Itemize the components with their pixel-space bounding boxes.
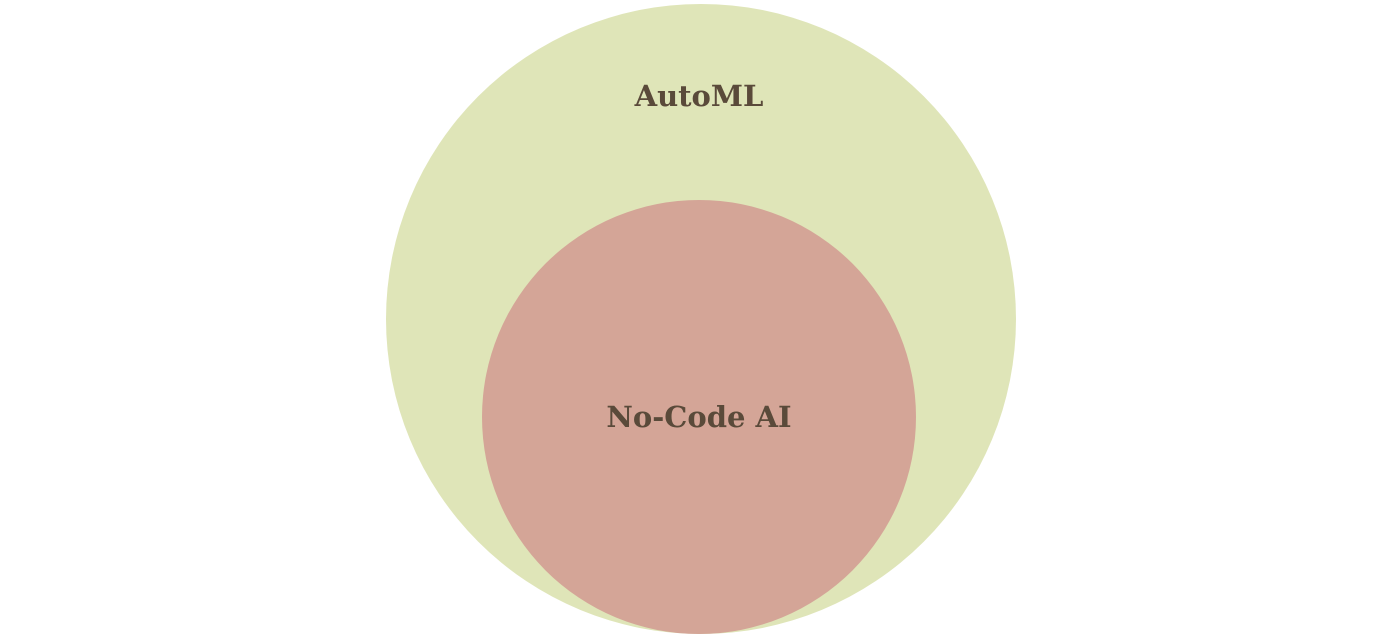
automl-label: AutoML <box>634 79 764 113</box>
no-code-ai-circle <box>482 200 916 634</box>
no-code-ai-label: No-Code AI <box>606 400 791 434</box>
